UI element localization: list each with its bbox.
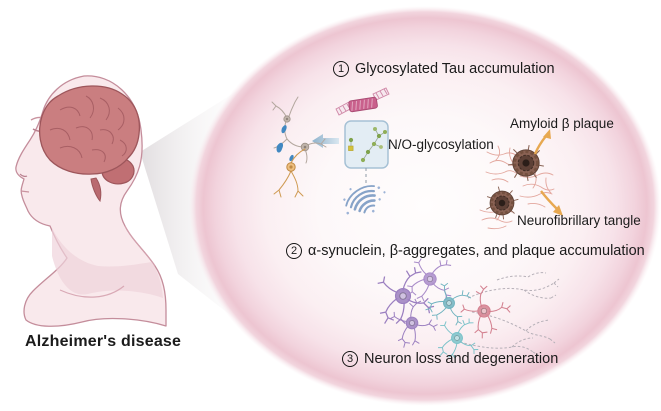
step-2-label: α-synuclein, β-aggregates, and plaque ac… <box>308 243 645 259</box>
glycan-box-icon <box>344 120 389 185</box>
arrow-down-right-icon <box>540 190 563 216</box>
circled-number-2: 2 <box>286 243 302 259</box>
neurofibrillary-tangle-label: Neurofibrillary tangle <box>517 213 641 228</box>
tau-tangle-neuron-icon <box>271 96 327 198</box>
step-1-row: 1 Glycosylated Tau accumulation <box>333 61 555 77</box>
glycosylation-label: N/O-glycosylation <box>388 137 494 152</box>
figure-title: Alzheimer's disease <box>25 333 182 350</box>
degenerated-dendrites-icon <box>459 272 560 356</box>
step-3-label: Neuron loss and degeneration <box>364 351 559 367</box>
tangle-fibers-icon <box>479 145 555 230</box>
human-head-with-brain-icon <box>15 75 167 327</box>
step-2-row: 2 α-synuclein, β-aggregates, and plaque … <box>286 243 645 259</box>
circled-number-3: 3 <box>342 351 358 367</box>
step-1-label: Glycosylated Tau accumulation <box>355 61 555 77</box>
golgi-apparatus-icon <box>343 185 386 215</box>
glycan-molecule-icon <box>348 127 387 163</box>
left-arrow-icon <box>312 134 339 148</box>
circled-number-1: 1 <box>333 61 349 77</box>
tau-protein-ribbon-icon <box>335 87 390 116</box>
step-3-row: 3 Neuron loss and degeneration <box>342 351 558 367</box>
magnified-circle-inset <box>189 6 661 406</box>
brain-icon <box>39 85 141 203</box>
neuron-cluster-icon <box>377 249 560 363</box>
arrow-up-right-icon <box>533 129 551 155</box>
amyloid-plaque-label: Amyloid β plaque <box>510 116 614 131</box>
